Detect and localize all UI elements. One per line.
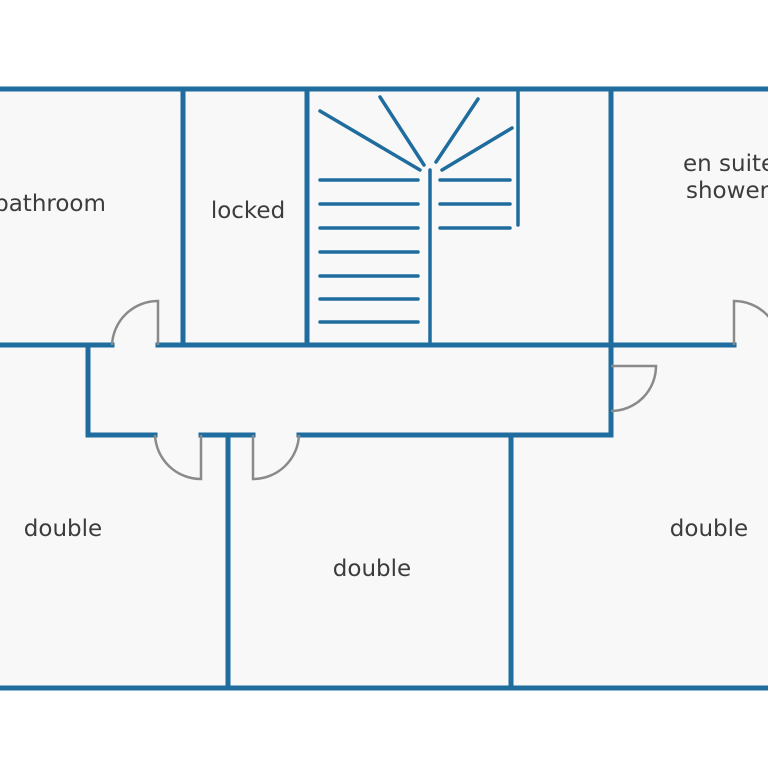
door-bathroom — [110, 299, 160, 346]
label-double-right: double — [670, 516, 748, 542]
staircase — [318, 90, 520, 345]
label-double-middle: double — [333, 556, 411, 582]
stair-winder — [434, 97, 480, 164]
door-double-right — [610, 364, 658, 413]
label-en-suite: en suite — [683, 151, 768, 177]
doors — [110, 299, 768, 481]
floor-bottom-band — [0, 434, 768, 690]
door-double-left — [153, 434, 203, 481]
floor-hallway — [88, 344, 612, 436]
label-double-left: double — [24, 516, 102, 542]
stair-winder — [378, 95, 426, 167]
label-locked: locked — [211, 198, 285, 224]
room-labels: bathroom locked en suite shower double d… — [0, 151, 768, 582]
floor-left-strip — [0, 344, 90, 444]
label-bathroom: bathroom — [0, 191, 106, 217]
door-double-middle — [251, 434, 301, 481]
walls — [0, 86, 768, 691]
floor-top-band — [0, 88, 768, 346]
stair-winder — [318, 109, 422, 172]
stair-winder — [440, 126, 514, 172]
floor-areas — [0, 88, 768, 690]
door-ensuite — [732, 299, 768, 345]
label-shower: shower — [686, 178, 768, 204]
